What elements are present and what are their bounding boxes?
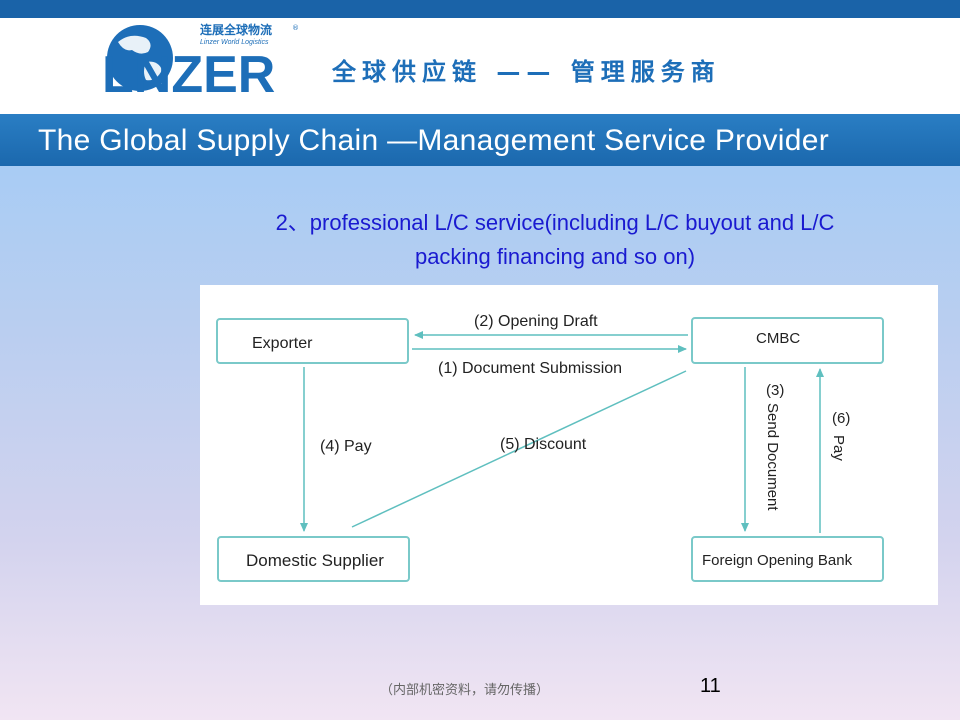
title-line-2: packing financing and so on)	[414, 244, 696, 269]
label-pay-4: (4) Pay	[320, 438, 372, 455]
node-domestic-supplier	[217, 536, 410, 582]
node-domestic-supplier-label: Domestic Supplier	[246, 551, 384, 570]
label-document-submission: (1) Document Submission	[438, 360, 622, 377]
node-cmbc	[691, 317, 884, 364]
company-logo: LNZER 连展全球物流 ® Linzer World Logistics	[102, 22, 299, 98]
node-foreign-bank	[691, 536, 884, 582]
slogan-chinese: 全球供应链 —— 管理服务商	[332, 58, 721, 86]
top-accent-bar	[0, 0, 960, 18]
label-discount: (5) Discount	[500, 436, 587, 453]
label-opening-draft: (2) Opening Draft	[474, 313, 598, 330]
logo-reg-mark: ®	[292, 24, 299, 32]
label-pay-6-num: (6)	[832, 410, 850, 427]
node-exporter	[216, 318, 409, 364]
label-send-document-num: (3)	[766, 382, 784, 399]
title-line-1: 2、professional L/C service(including L/C…	[275, 210, 835, 235]
node-exporter-label: Exporter	[252, 335, 313, 352]
slogan-english: The Global Supply Chain —Management Serv…	[38, 124, 829, 157]
label-send-document: Send Document	[764, 403, 781, 511]
logo-cn-name: 连展全球物流	[200, 22, 272, 37]
node-cmbc-label: CMBC	[756, 330, 800, 347]
lc-flow-diagram: Exporter CMBC Domestic Supplier Foreign …	[200, 285, 938, 605]
confidential-note: （内部机密资料，请勿传播）	[380, 683, 550, 698]
page-title: 2、professional L/C service(including L/C…	[190, 206, 920, 274]
page-number: 11	[700, 675, 721, 697]
label-pay-6: Pay	[830, 435, 847, 461]
node-foreign-bank-label: Foreign Opening Bank	[702, 552, 853, 569]
logo-wordmark: LNZER	[102, 46, 275, 98]
logo-en-name: Linzer World Logistics	[200, 39, 269, 46]
arrow-discount	[351, 370, 687, 528]
slogan-band	[0, 114, 960, 166]
